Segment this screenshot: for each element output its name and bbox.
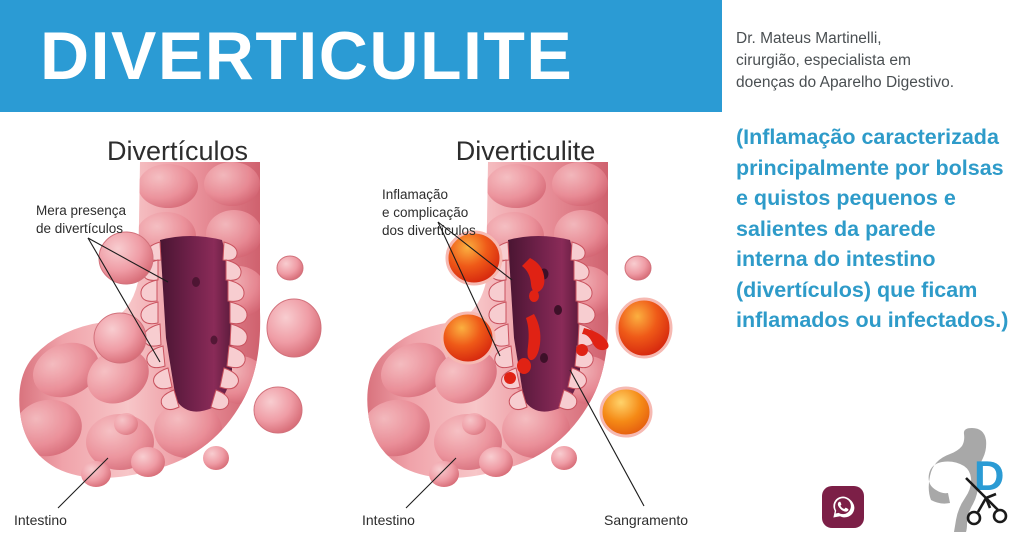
callout-right-inflammation: Inflamação e complicação dos divertículo… <box>382 187 476 238</box>
doctor-credit-line-1: Dr. Mateus Martinelli, <box>736 30 882 47</box>
label-bleeding: Sangramento <box>604 512 689 528</box>
title-banner: DIVERTICULITE <box>0 0 722 112</box>
label-left-intestine: Intestino <box>14 512 67 528</box>
callout-left-diverticula: Mera presença de divertículos <box>36 203 127 236</box>
label-right-intestine: Intestino <box>362 512 415 528</box>
clinic-logo: D <box>928 428 1008 532</box>
doctor-credit: Dr. Mateus Martinelli, cirurgião, especi… <box>736 28 1016 94</box>
panel-diverticulos: Divertículos <box>0 118 355 536</box>
surgical-instrument-icon <box>965 477 1008 526</box>
panel-left-heading: Divertículos <box>106 136 249 166</box>
bleeding-spots <box>504 258 609 384</box>
description-paragraph: (Inflamação caracterizada principalmente… <box>736 125 1009 333</box>
doctor-credit-line-2: cirurgião, especialista em <box>736 52 911 69</box>
doctor-credit-line-3: doenças do Aparelho Digestivo. <box>736 74 955 91</box>
whatsapp-icon[interactable] <box>822 486 864 528</box>
whatsapp-glyph <box>833 496 855 518</box>
colon-lumen-cutaway <box>160 236 232 412</box>
panel-right-heading: Diverticulite <box>455 136 596 166</box>
stomach-silhouette <box>928 428 987 532</box>
panel-diverticulite: Diverticulite <box>348 118 703 536</box>
page-title: DIVERTICULITE <box>40 18 574 94</box>
